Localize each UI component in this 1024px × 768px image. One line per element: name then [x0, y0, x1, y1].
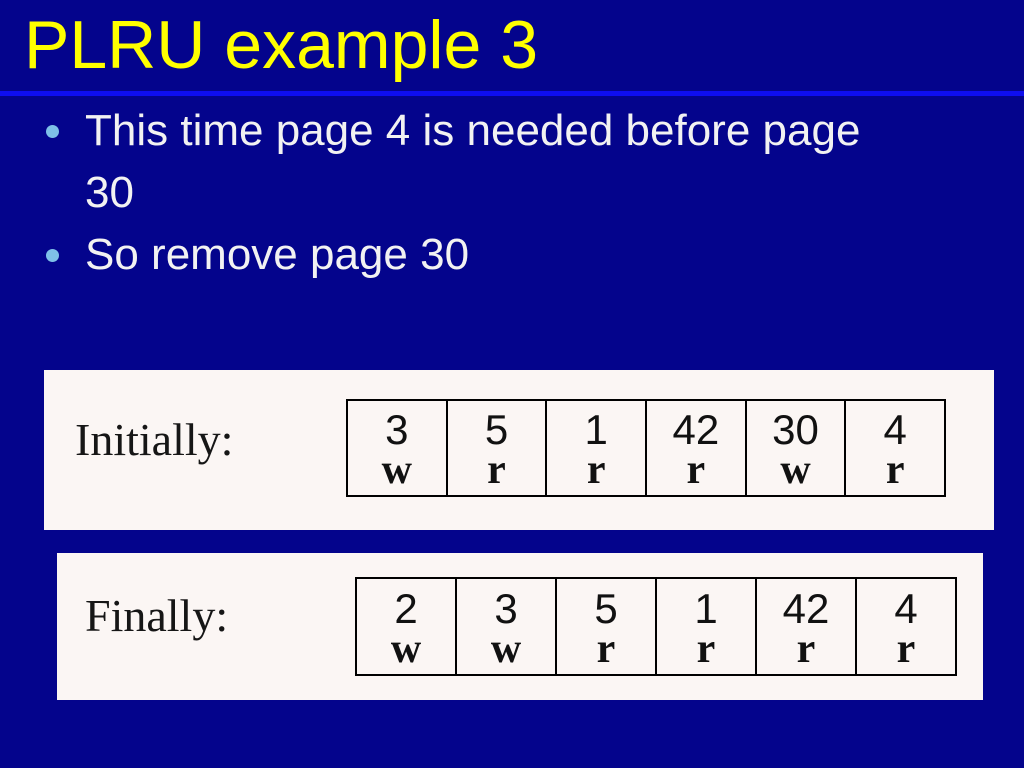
access-type: w	[490, 625, 522, 672]
bullet-icon	[46, 125, 59, 138]
panel-finally: Finally: 2 w 3 w 5 r 1 r 42 r 4 r	[57, 553, 983, 700]
page-title: PLRU example 3	[24, 7, 539, 83]
page-cell: 42 r	[757, 579, 857, 674]
page-number: 1	[694, 584, 718, 632]
page-cell: 4 r	[846, 401, 944, 495]
page-table-initially: 3 w 5 r 1 r 42 r 30 w 4 r	[346, 399, 946, 497]
access-type: w	[780, 447, 811, 493]
bullet-list: This time page 4 is needed before page 3…	[46, 100, 906, 286]
bullet-text: This time page 4 is needed before page 3…	[85, 106, 861, 217]
page-number: 42	[672, 406, 720, 453]
title-divider	[0, 91, 1024, 96]
list-item: So remove page 30	[46, 224, 906, 286]
page-cell: 2 w	[357, 579, 457, 674]
page-number: 4	[894, 584, 918, 632]
page-number: 30	[772, 406, 819, 453]
page-cell: 4 r	[857, 579, 955, 674]
page-cell: 1 r	[547, 401, 648, 495]
access-type: r	[885, 447, 905, 493]
panel-label: Finally:	[85, 590, 229, 641]
access-type: r	[586, 447, 606, 493]
page-number: 5	[594, 584, 618, 632]
page-cell: 5 r	[448, 401, 548, 495]
page-cell: 3 w	[457, 579, 557, 674]
page-number: 2	[394, 584, 418, 632]
page-number: 5	[484, 406, 509, 453]
panel-initially: Initially: 3 w 5 r 1 r 42 r 30 w 4 r	[44, 370, 994, 530]
page-number: 1	[584, 406, 608, 453]
access-type: r	[686, 447, 706, 493]
page-cell: 5 r	[557, 579, 657, 674]
access-type: r	[487, 447, 506, 493]
access-type: r	[796, 625, 816, 672]
access-type: w	[390, 625, 422, 672]
list-item: This time page 4 is needed before page 3…	[46, 100, 906, 224]
page-cell: 42 r	[647, 401, 747, 495]
bullet-text: So remove page 30	[85, 230, 470, 279]
access-type: r	[896, 625, 916, 672]
page-number: 3	[385, 406, 409, 453]
page-table-finally: 2 w 3 w 5 r 1 r 42 r 4 r	[355, 577, 957, 676]
access-type: w	[381, 447, 412, 493]
access-type: r	[696, 625, 716, 672]
page-number: 3	[494, 584, 518, 632]
page-cell: 3 w	[348, 401, 448, 495]
page-number: 4	[883, 406, 907, 453]
access-type: r	[596, 625, 616, 672]
bullet-icon	[46, 249, 59, 262]
page-cell: 1 r	[657, 579, 757, 674]
page-number: 42	[782, 584, 830, 632]
page-cell: 30 w	[747, 401, 847, 495]
panel-label: Initially:	[75, 414, 234, 465]
